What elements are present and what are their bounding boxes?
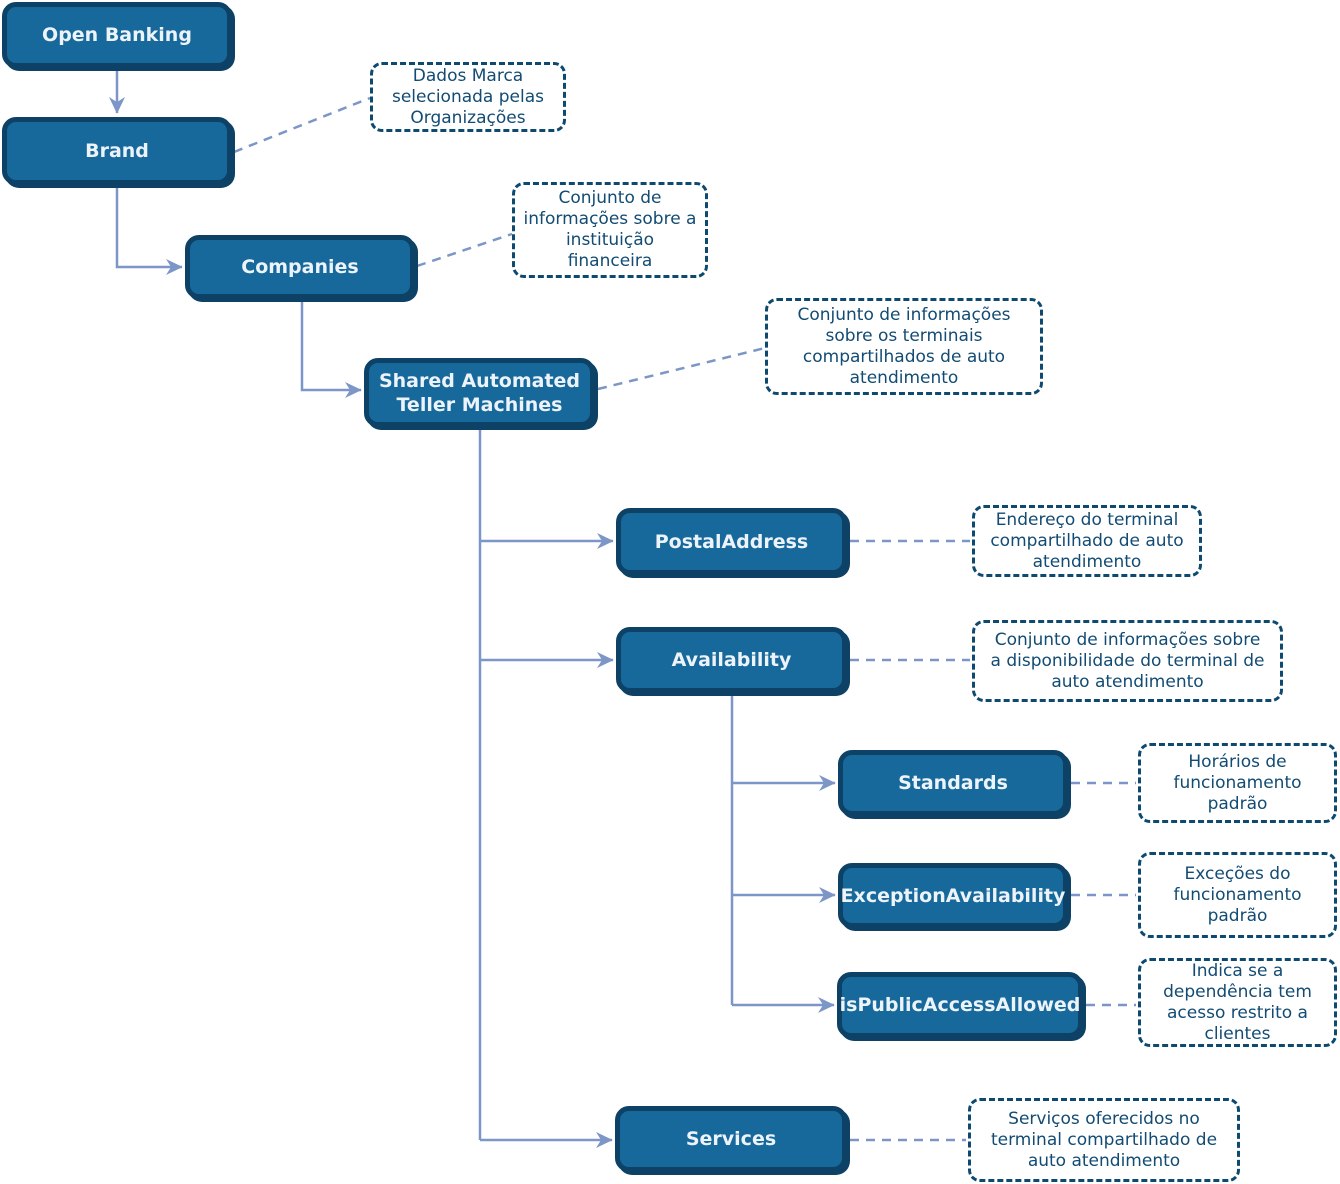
edge-brand-companies [115,187,183,276]
annotation-is-public-access-allowed: Indica se a dependência tem acesso restr… [1138,958,1337,1047]
annotation-standards: Horários de funcionamento padrão [1138,743,1337,823]
annotation-services: Serviços oferecidos no terminal comparti… [968,1098,1240,1182]
annotation-brand: Dados Marca selecionada pelas Organizaçõ… [370,62,566,132]
edge-companies-sharedatm [300,300,362,399]
annotation-edges [233,96,1136,1142]
node-companies: Companies [185,235,415,299]
link-sharedatm-note [597,346,766,391]
annotation-postal-address: Endereço do terminal compartilhado de au… [972,505,1202,577]
annotation-companies: Conjunto de informações sobre a institui… [512,182,708,278]
node-is-public-access-allowed: isPublicAccessAllowed [837,972,1083,1038]
node-brand: Brand [2,117,232,185]
annotation-exception-availability: Exceções do funcionamento padrão [1138,852,1337,938]
node-open-banking: Open Banking [2,2,232,68]
node-postal-address: PostalAddress [616,508,847,575]
link-brand-note [233,96,371,154]
node-exception-availability: ExceptionAvailability [838,863,1068,928]
annotation-availability: Conjunto de informações sobre a disponib… [972,620,1283,702]
node-availability: Availability [616,627,847,693]
node-shared-automated-teller-machines: Shared Automated Teller Machines [364,358,595,427]
node-services: Services [615,1106,847,1172]
link-companies-note [416,232,513,268]
node-standards: Standards [838,750,1068,816]
annotation-shared-automated-teller-machines: Conjunto de informações sobre os termina… [765,298,1043,395]
tree-edges [108,70,836,1149]
